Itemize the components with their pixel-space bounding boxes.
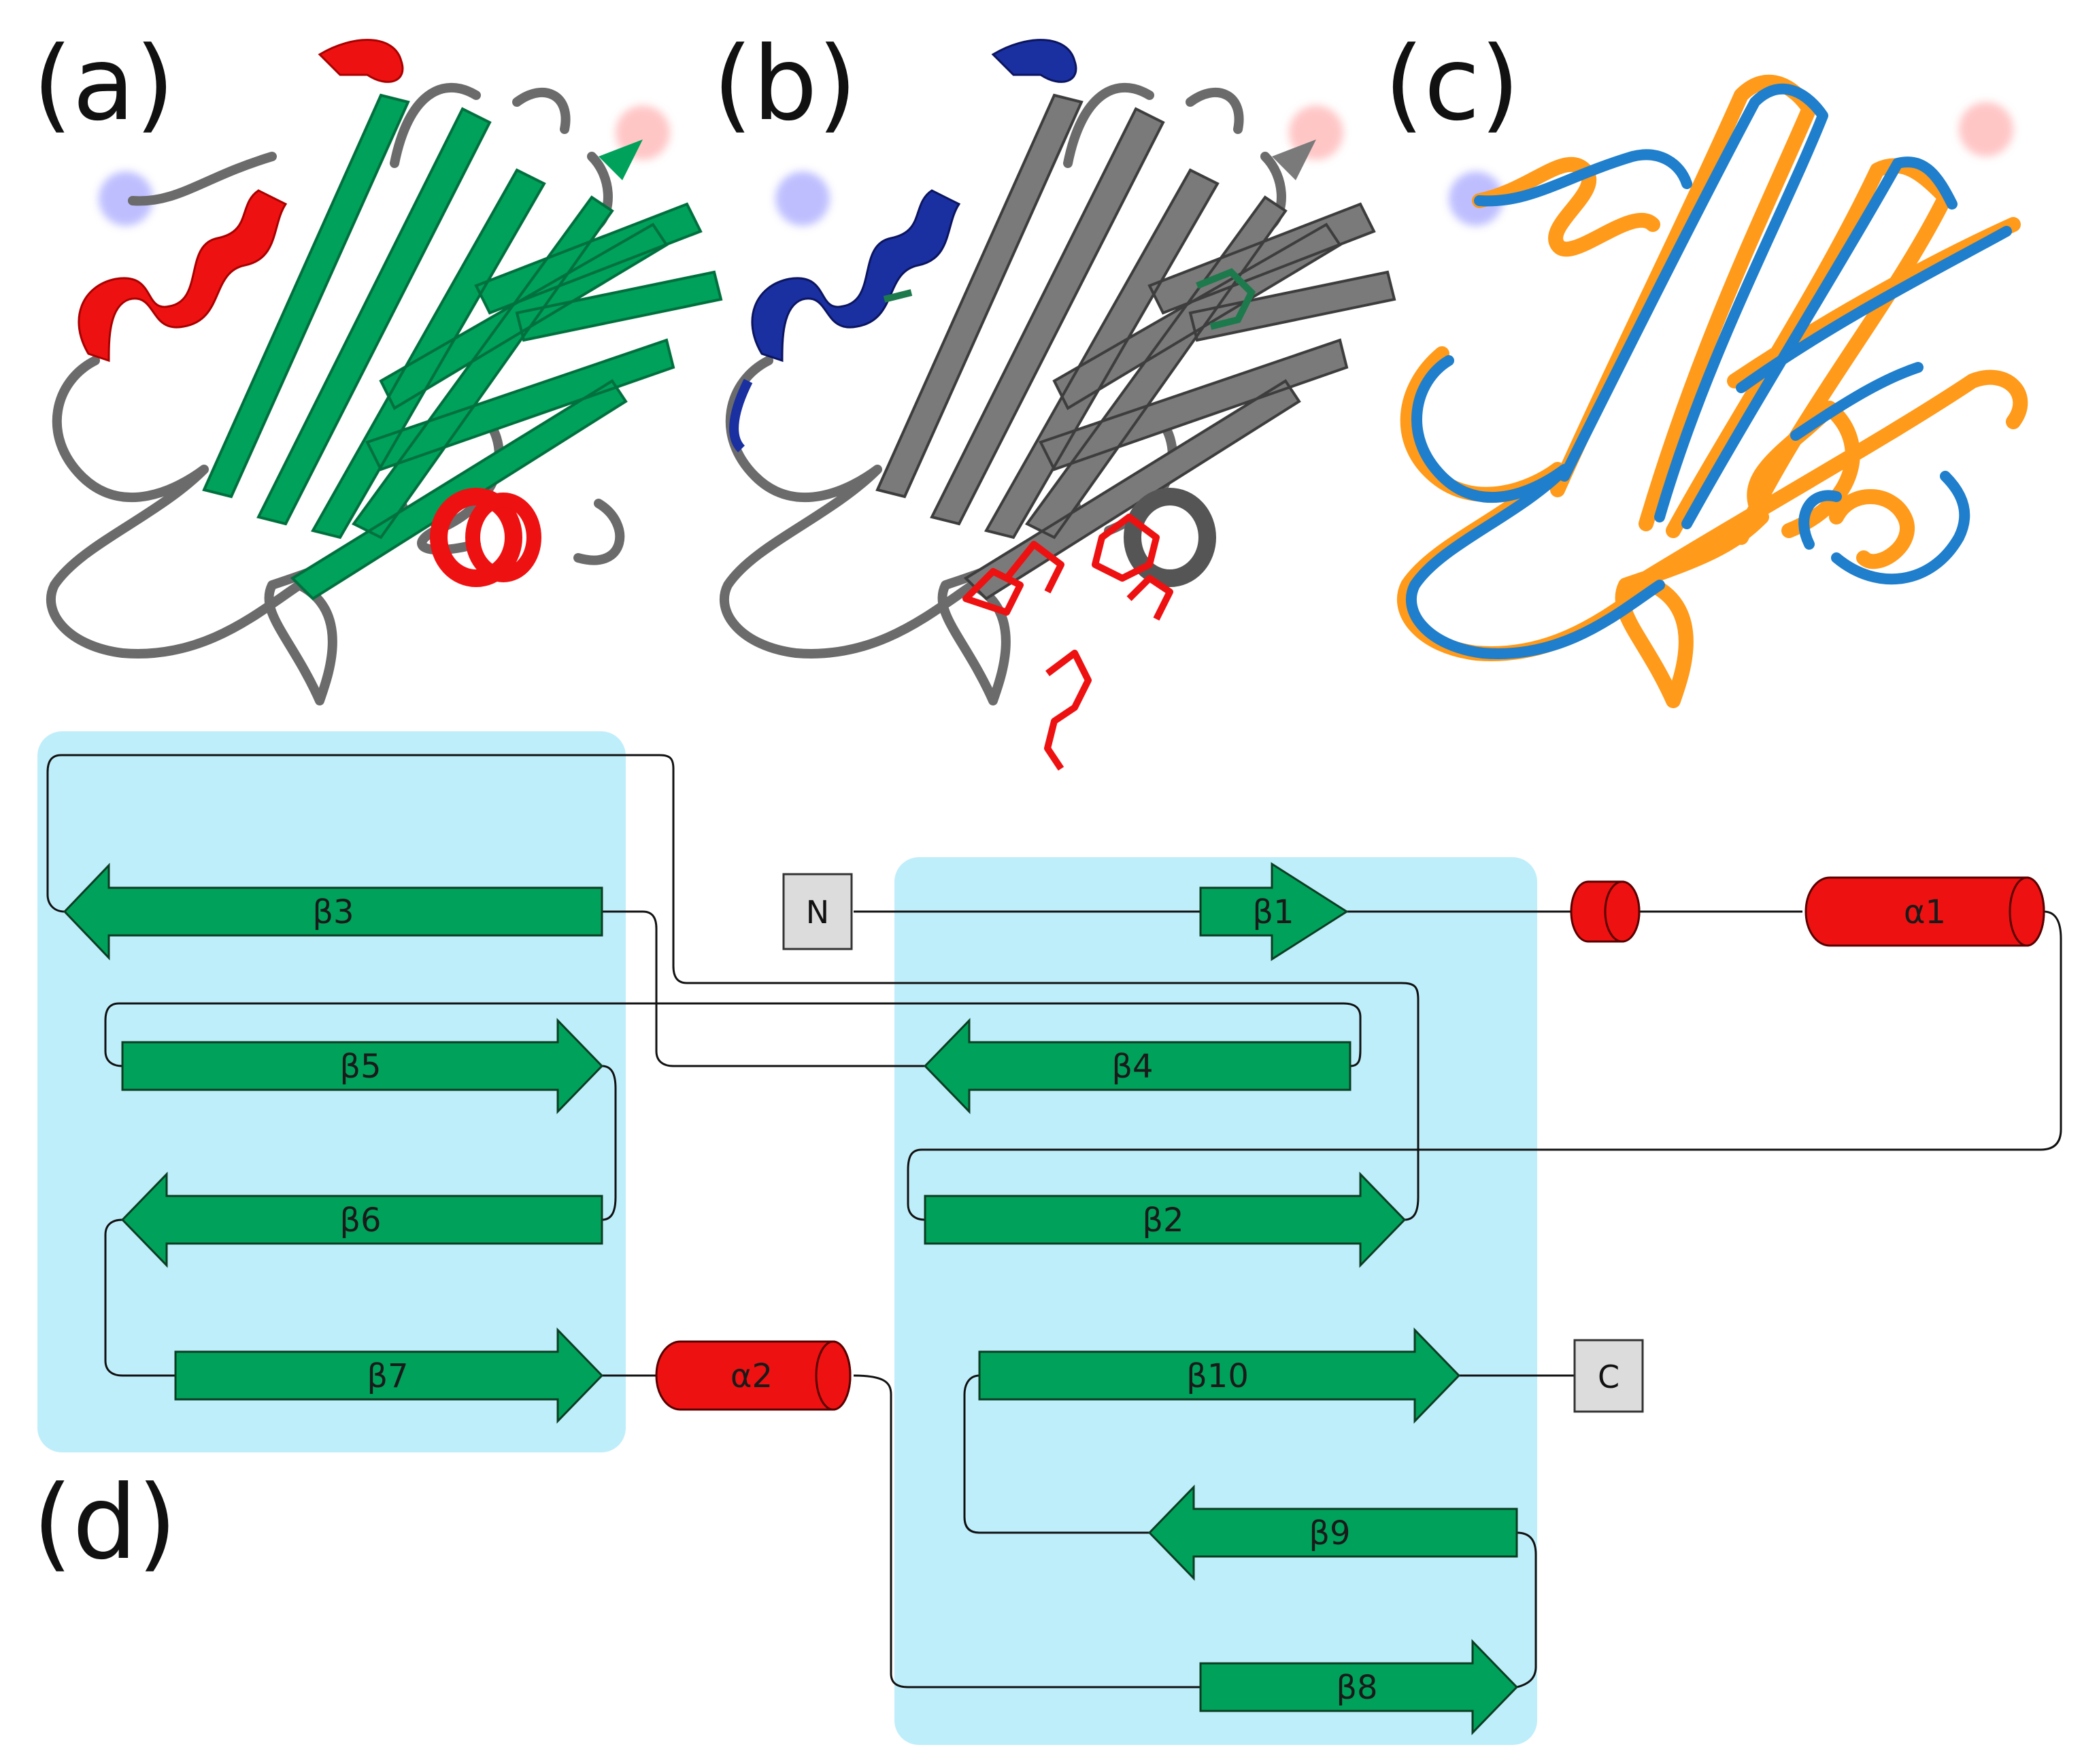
sheet-2-background (894, 857, 1537, 1745)
connections (46, 754, 2062, 1688)
strand-beta6-label: β6 (339, 1201, 381, 1239)
panel-label-c: (c) (1384, 25, 1520, 144)
helix-alpha1: α1 (1804, 876, 2045, 947)
panel-c-structure: (c) (1384, 25, 2028, 708)
panel-d-topology: (d) N C β1 (33, 731, 2062, 1745)
strand-beta5: β5 (121, 1018, 604, 1114)
panel-label-d: (d) (33, 1464, 177, 1582)
backbone-trace-blue (1406, 83, 2012, 659)
strand-beta3: β3 (63, 863, 603, 961)
strand-beta5-label: β5 (339, 1048, 381, 1086)
n-terminus-label: N (806, 894, 829, 931)
helix-grey (1124, 488, 1216, 587)
strand-beta1-label: β1 (1252, 893, 1294, 931)
strand-beta9: β9 (1147, 1484, 1518, 1581)
strand-beta6: β6 (120, 1171, 603, 1268)
c-terminus-label: C (1598, 1359, 1619, 1395)
beta-strands (202, 93, 723, 601)
side-chains-red (962, 514, 1173, 771)
helix-alpha1-label: α1 (1904, 893, 1946, 931)
helix-alpha2: α2 (655, 1340, 852, 1411)
panel-label-a: (a) (33, 25, 175, 144)
panel-b-structure: (b) (713, 25, 1396, 771)
strand-beta2: β2 (924, 1171, 1407, 1268)
side-chains-green (883, 268, 1256, 330)
strand-beta4-label: β4 (1111, 1048, 1153, 1086)
loop-blue (729, 378, 753, 452)
strand-beta10: β10 (978, 1327, 1461, 1424)
c-terminus-box: C (1573, 1339, 1644, 1413)
strand-beta1: β1 (1199, 862, 1349, 961)
c-terminus-marker (1959, 102, 2013, 156)
sheet-1-background (37, 731, 626, 1452)
strand-beta7-label: β7 (367, 1357, 408, 1395)
strand-beta7: β7 (174, 1327, 604, 1424)
strand-beta4: β4 (923, 1018, 1351, 1114)
strand-arrowhead (1272, 139, 1316, 180)
n-terminus-marker (775, 171, 830, 226)
strand-beta10-label: β10 (1186, 1357, 1249, 1395)
strand-beta8: β8 (1199, 1639, 1519, 1735)
helix-alpha1 (78, 189, 288, 363)
panel-a-structure: (a) (33, 25, 723, 705)
helix-top (318, 39, 404, 83)
strand-arrowhead (599, 139, 643, 180)
strand-beta9-label: β9 (1309, 1514, 1350, 1552)
helix-short (1570, 880, 1641, 943)
helix-alpha2 (430, 488, 541, 587)
beta-strands-grey (875, 93, 1396, 601)
helix-nterm-blue (751, 39, 1077, 363)
strand-beta8-label: β8 (1336, 1669, 1377, 1707)
n-terminus-box: N (782, 873, 853, 950)
strand-beta2-label: β2 (1142, 1201, 1183, 1239)
strand-beta3-label: β3 (312, 893, 354, 931)
n-terminus-marker (99, 171, 153, 226)
helix-alpha2-label: α2 (731, 1357, 773, 1395)
panel-label-b: (b) (713, 25, 857, 144)
